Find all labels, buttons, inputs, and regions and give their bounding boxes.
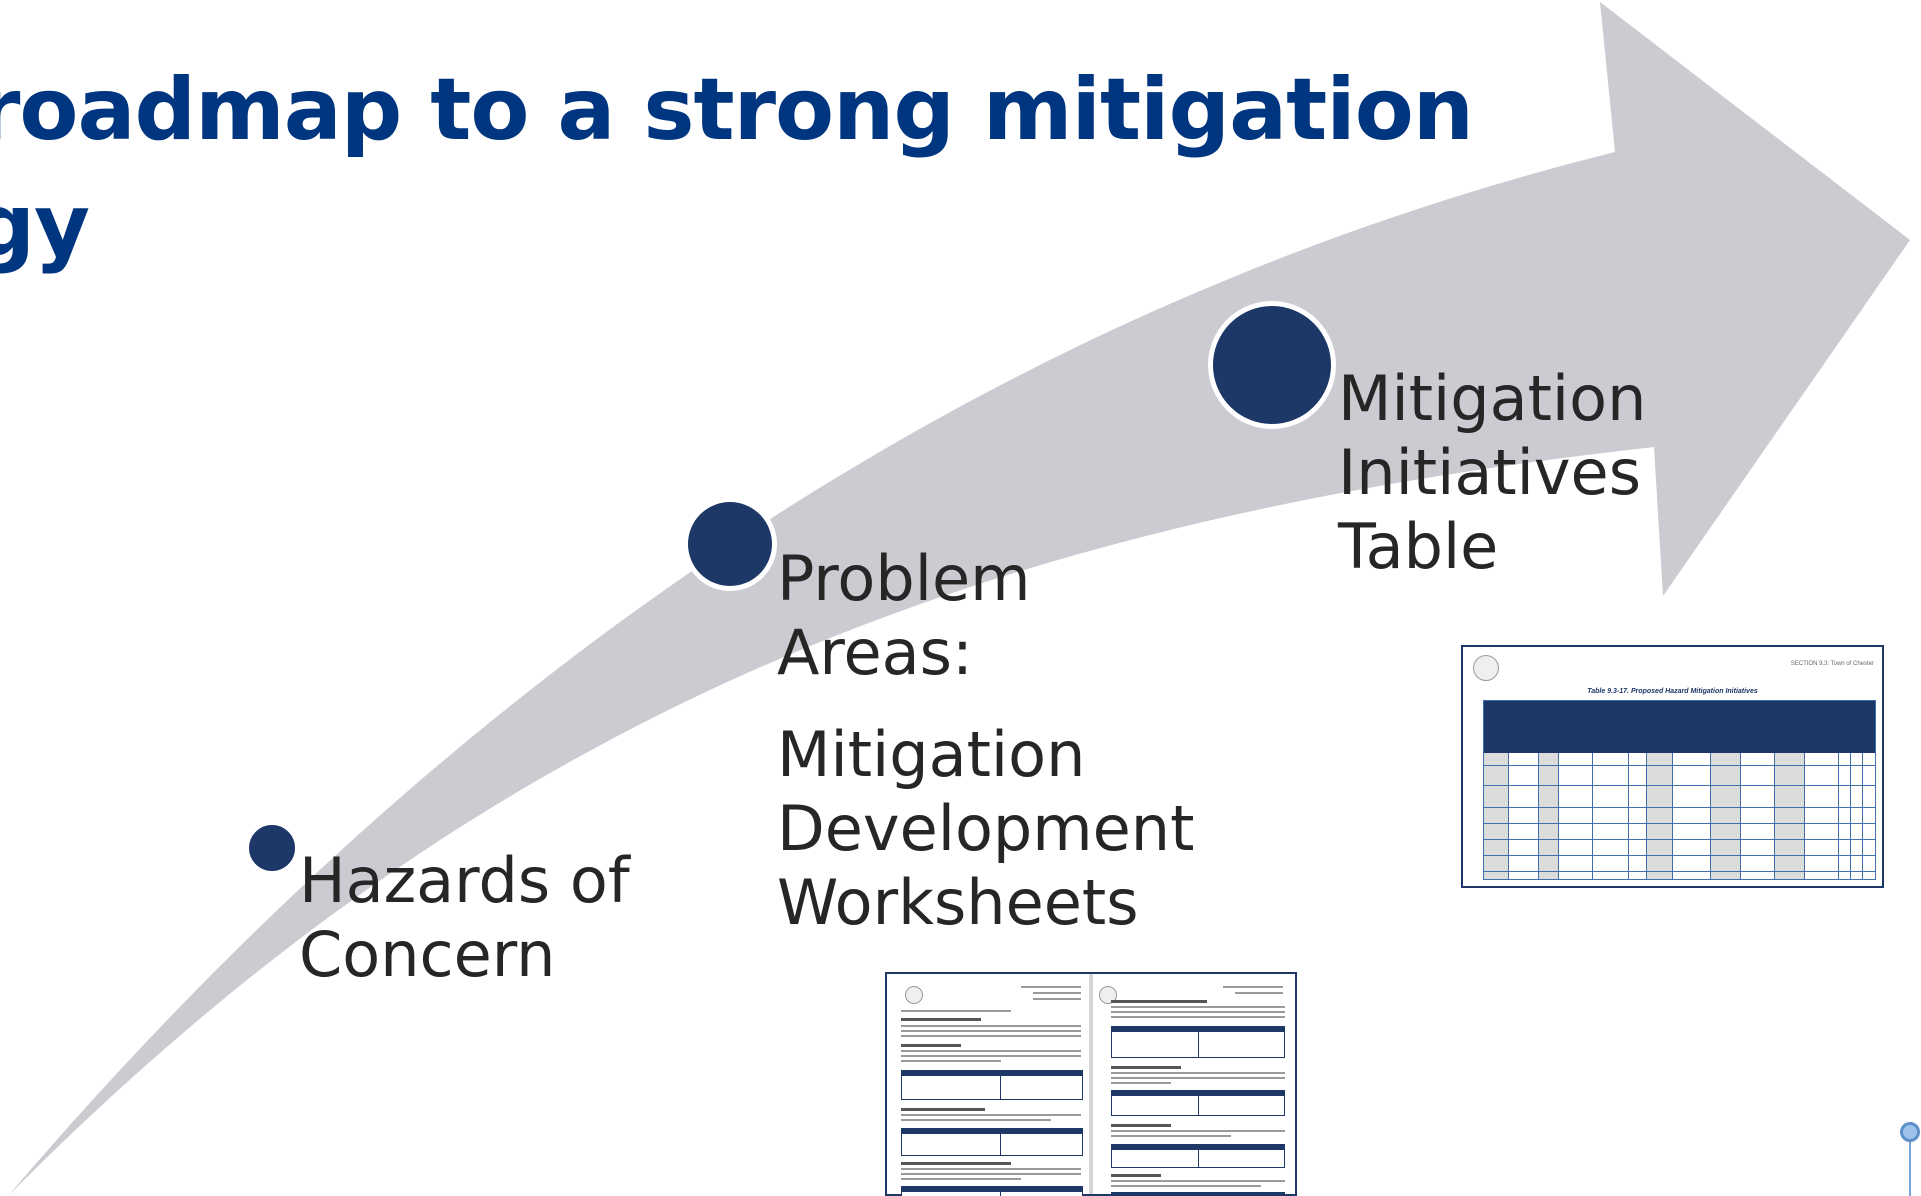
step-label-line: Concern	[299, 918, 556, 991]
step-marker-hazards	[244, 820, 300, 876]
step-label-hazards-of-concern: Hazards of Concern	[299, 844, 630, 992]
step-label-line: Initiatives	[1338, 436, 1642, 509]
step-label-mitigation-worksheets: Mitigation Development Worksheets	[777, 718, 1194, 940]
step-label-problem-areas: Problem Areas:	[777, 542, 1030, 690]
table-grid	[1483, 700, 1876, 880]
initiatives-table-thumbnail: SECTION 9.3: Town of Chester Table 9.3-1…	[1461, 645, 1884, 888]
seal-icon	[1099, 986, 1117, 1004]
step-label-line: Problem	[777, 542, 1031, 615]
seal-icon	[1473, 655, 1499, 681]
step-marker-initiatives	[1208, 301, 1336, 429]
table-header-row	[1484, 701, 1875, 753]
step-label-line: Table	[1338, 510, 1499, 583]
slide-title-line-1: roadmap to a strong mitigation	[0, 60, 1474, 160]
worksheet-thumbnail	[885, 972, 1297, 1196]
step-label-line: Worksheets	[777, 866, 1139, 939]
seal-icon	[905, 986, 923, 1004]
step-marker-problem-areas	[683, 497, 777, 591]
table-caption: Table 9.3-17. Proposed Hazard Mitigation…	[1587, 688, 1758, 695]
worksheet-page-left	[893, 978, 1089, 1196]
step-label-line: Mitigation	[777, 718, 1086, 791]
table-section-header: SECTION 9.3: Town of Chester	[1790, 661, 1874, 667]
step-label-mitigation-initiatives-table: Mitigation Initiatives Table	[1338, 362, 1646, 584]
roadmap-arrow-shape	[8, 2, 1910, 1196]
slide-title: roadmap to a strong mitigation tegy	[0, 52, 1474, 284]
pin-stem	[1909, 1140, 1911, 1196]
worksheet-page-right	[1095, 978, 1291, 1196]
pin-icon	[1900, 1122, 1920, 1142]
step-label-line: Hazards of	[299, 844, 630, 917]
step-label-line: Mitigation	[1338, 362, 1647, 435]
slide-title-line-2: tegy	[0, 176, 90, 276]
step-label-line: Development	[777, 792, 1195, 865]
page-gutter	[1089, 974, 1093, 1194]
step-label-line: Areas:	[777, 616, 973, 689]
